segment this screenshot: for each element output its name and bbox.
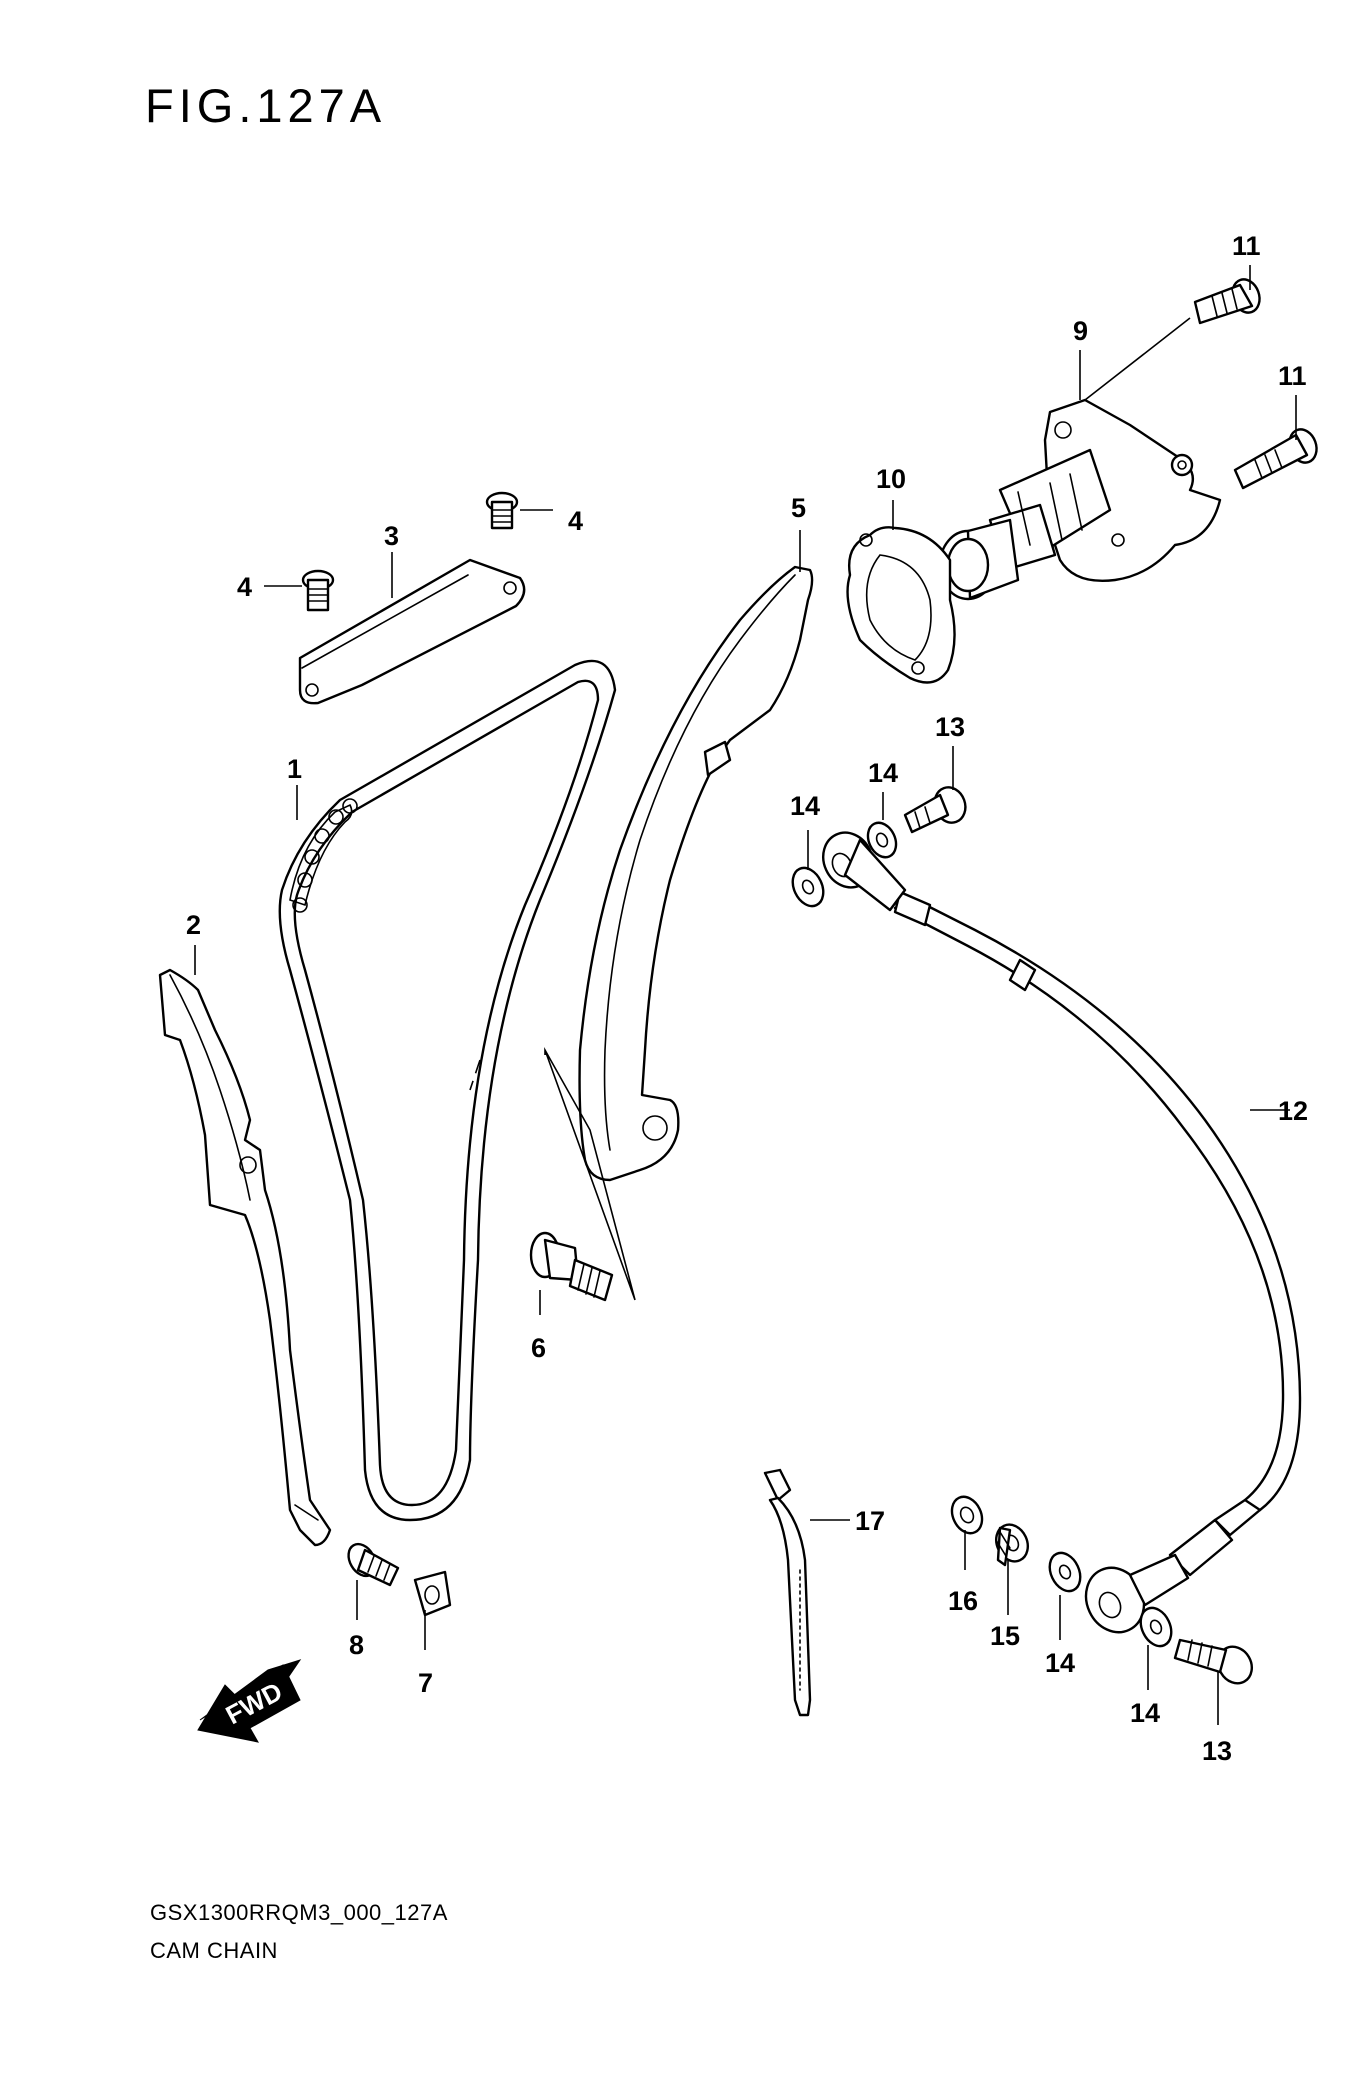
leader-lines <box>194 265 1297 1725</box>
part-4-bolt-upper <box>485 491 519 530</box>
callout-14-d: 14 <box>1130 1698 1160 1728</box>
part-3-guide-plate <box>298 558 526 705</box>
figure-subtitle: CAM CHAIN <box>150 1938 278 1963</box>
callout-17: 17 <box>855 1506 885 1536</box>
callout-4-lower: 4 <box>237 572 252 602</box>
part-14-washer-a <box>791 866 825 908</box>
part-5-tensioner-arm <box>578 565 814 1182</box>
callout-13-upper: 13 <box>935 712 965 742</box>
part-11-bolt-lower <box>1233 428 1318 490</box>
callout-12: 12 <box>1278 1096 1308 1126</box>
part-8-bolt <box>347 1542 400 1587</box>
callout-14-c: 14 <box>1045 1648 1075 1678</box>
part-15-bolt <box>995 1523 1029 1567</box>
part-4-bolt-lower <box>301 569 335 612</box>
part-11-bolt-upper <box>1193 278 1261 325</box>
callout-11-upper: 11 <box>1232 231 1261 261</box>
part-16-washer <box>950 1495 984 1535</box>
part-14-washer-d <box>1139 1606 1173 1648</box>
part-12-oil-hose <box>893 890 1302 1577</box>
part-12-banjo-lower <box>1084 1553 1190 1634</box>
callout-14-a: 14 <box>790 791 820 821</box>
part-14-washer-b <box>866 821 898 859</box>
callout-16: 16 <box>948 1586 978 1616</box>
callout-10: 10 <box>876 464 906 494</box>
callout-13-lower: 13 <box>1202 1736 1232 1766</box>
callout-9: 9 <box>1073 316 1088 346</box>
part-9-tensioner-adjuster <box>938 398 1222 601</box>
fwd-arrow: FWD <box>197 1659 302 1743</box>
callout-6: 6 <box>531 1333 546 1363</box>
part-17-cable-tie <box>763 1468 812 1717</box>
part-12-banjo-upper <box>822 831 907 912</box>
callout-3: 3 <box>384 521 399 551</box>
part-13-bolt-lower <box>1173 1638 1254 1685</box>
callout-15: 15 <box>990 1621 1020 1651</box>
part-6-pivot-bolt <box>529 1231 614 1302</box>
part-10-gasket <box>846 526 956 684</box>
callout-14-b: 14 <box>868 758 898 788</box>
callout-7: 7 <box>418 1668 433 1698</box>
part-1-cam-chain <box>278 659 617 1522</box>
figure-title: FIG.127A <box>145 79 387 132</box>
drawing-code: GSX1300RRQM3_000_127A <box>150 1900 448 1925</box>
callout-2: 2 <box>186 910 201 940</box>
callout-8: 8 <box>349 1630 364 1660</box>
part-7-washer <box>413 1570 452 1617</box>
callout-4-upper: 4 <box>568 506 583 536</box>
callout-labels: 1 2 3 4 4 5 6 7 8 9 10 11 11 12 13 13 14… <box>186 231 1308 1766</box>
callout-11-lower: 11 <box>1278 361 1307 391</box>
part-13-bolt-upper <box>903 786 967 834</box>
part-14-washer-c <box>1048 1551 1082 1593</box>
part-2-chain-guide <box>158 968 332 1547</box>
callout-5: 5 <box>791 493 806 523</box>
callout-1: 1 <box>287 754 302 784</box>
